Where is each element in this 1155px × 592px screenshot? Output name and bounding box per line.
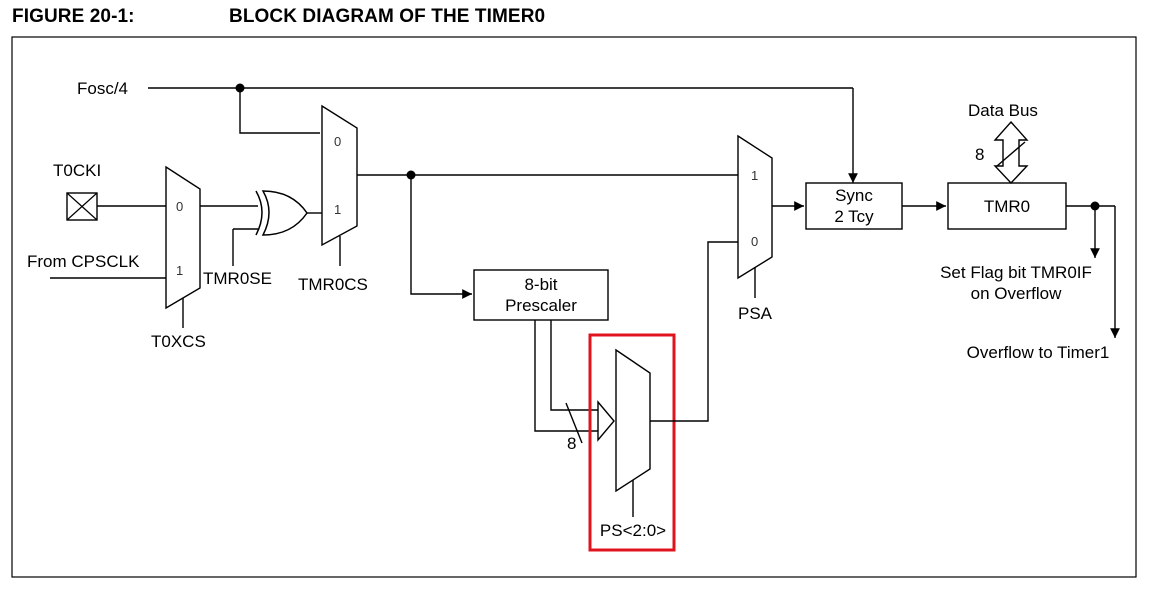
psa-label: PSA [738,304,773,323]
sync-block [805,182,903,230]
mux-t0xcs [165,165,201,310]
data-bus-label: Data Bus [968,101,1038,120]
highlight-box [588,333,676,552]
tmr0cs-label: TMR0CS [298,275,368,294]
mux-t0xcs-in1: 1 [176,263,183,278]
prescaler-label-1: 8-bit [524,275,557,294]
mux-psa-in0: 0 [751,234,758,249]
bus-width-mux: 8 [567,434,576,453]
fosc-to-mux2 [239,88,320,134]
set-flag-label-2: on Overflow [971,284,1062,303]
sync-label-1: Sync [835,186,873,205]
overflow-label: Overflow to Timer1 [967,343,1110,362]
to-prescaler-line [410,175,472,299]
t0cki-pin-icon [66,192,98,221]
tmr0se-label: TMR0SE [203,269,272,288]
sync-label-2: 2 Tcy [834,207,874,226]
prescaler-bus [534,320,615,444]
mux-psa-in1: 1 [751,168,758,183]
mux-psa [737,134,773,280]
data-bus-arrow [993,120,1029,185]
prescaler-block [473,269,609,321]
tmr0-block [947,182,1067,230]
xor-gate [255,190,308,236]
ps-mux-out-line [650,241,738,422]
figure-number: FIGURE 20-1: [12,6,135,27]
fosc-label: Fosc/4 [77,79,128,98]
mux-tmr0cs-in0: 0 [334,134,341,149]
figure-header: FIGURE 20-1: BLOCK DIAGRAM OF THE TIMER0 [12,4,1132,32]
mux-prescaler-select [615,348,651,493]
mux-tmr0cs [321,104,358,247]
figure-title: BLOCK DIAGRAM OF THE TIMER0 [229,6,546,27]
prescaler-label-2: Prescaler [505,296,577,315]
bus-width-top: 8 [975,145,984,164]
mux-t0xcs-in0: 0 [176,199,183,214]
mux-tmr0cs-in1: 1 [334,202,341,217]
set-flag-label-1: Set Flag bit TMR0IF [940,263,1092,282]
tmr0-label: TMR0 [984,197,1030,216]
ps-select-label: PS<2:0> [600,521,666,540]
t0cki-label: T0CKI [53,161,101,180]
diagram-frame [11,36,1137,578]
t0xcs-label: T0XCS [151,332,206,351]
from-cpsclk-label: From CPSCLK [27,252,140,271]
